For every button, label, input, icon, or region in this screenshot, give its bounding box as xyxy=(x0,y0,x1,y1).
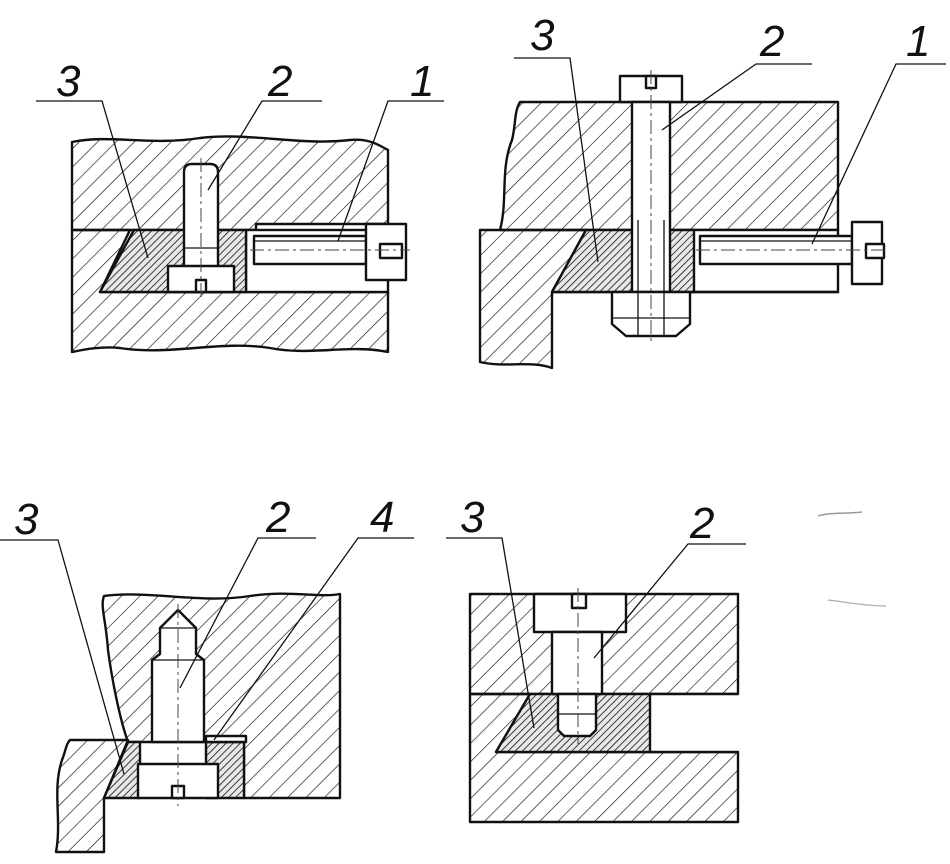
leader-3 xyxy=(446,537,535,729)
lower-body xyxy=(54,738,130,854)
callout-1: 1 xyxy=(906,17,930,66)
stud xyxy=(150,608,206,744)
scan-mark xyxy=(827,599,887,607)
figure-bottom-left: 3 2 4 xyxy=(0,493,414,854)
screw xyxy=(532,588,628,744)
callout-3: 3 xyxy=(460,493,485,542)
bolt xyxy=(610,70,692,344)
scan-mark xyxy=(817,511,863,517)
callout-2: 2 xyxy=(689,499,714,548)
screw xyxy=(250,222,410,282)
callout-3: 3 xyxy=(14,495,39,544)
screw xyxy=(696,220,888,286)
leader-2 xyxy=(207,100,322,191)
leader-3 xyxy=(514,57,599,263)
leader-4 xyxy=(213,537,414,741)
figure-top-right: 3 2 1 xyxy=(478,11,946,370)
callout-2: 2 xyxy=(267,57,292,106)
leader-2 xyxy=(179,537,316,689)
lower-body xyxy=(70,228,390,354)
figure-bottom-right: 3 2 xyxy=(446,493,746,824)
leader-1 xyxy=(811,63,946,245)
left-body xyxy=(478,228,588,370)
leader-2 xyxy=(593,543,746,659)
callout-3: 3 xyxy=(56,57,81,106)
upper-body xyxy=(70,135,390,232)
callout-2: 2 xyxy=(265,493,290,542)
figure-top-left: 3 2 1 xyxy=(36,57,444,354)
callout-4: 4 xyxy=(370,493,394,542)
leader-2 xyxy=(661,63,812,131)
leader-3 xyxy=(36,100,149,259)
leader-3 xyxy=(0,539,125,775)
leader-1 xyxy=(337,100,444,242)
callout-2: 2 xyxy=(759,17,784,66)
callout-3: 3 xyxy=(530,11,555,60)
callout-1: 1 xyxy=(410,57,434,106)
